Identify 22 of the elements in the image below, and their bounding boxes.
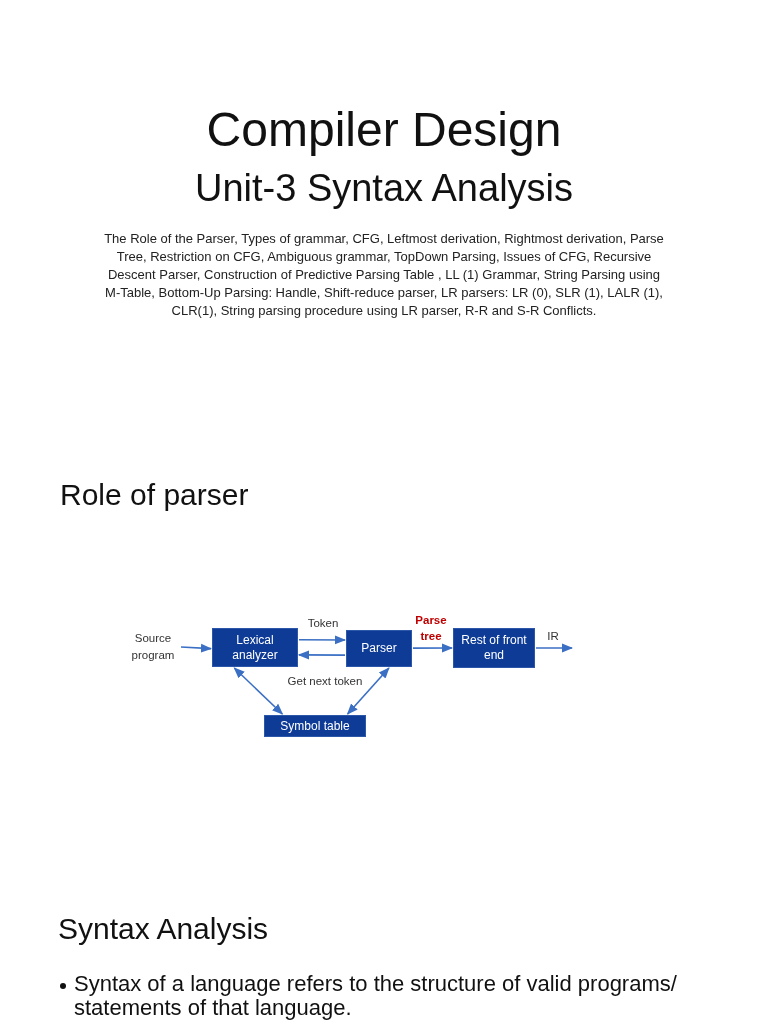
bullet-text: Syntax of a language refers to the structure of valid programs/ statements of that language. — [74, 972, 678, 1020]
input-label: Source program — [126, 629, 180, 665]
edge-label: Parse tree — [414, 613, 448, 644]
double-arrow — [233, 667, 284, 715]
arrow — [535, 643, 574, 653]
arrow — [297, 650, 346, 660]
edge-label: Token — [306, 616, 340, 631]
process-box: Rest of front end — [453, 628, 535, 668]
table-box: Symbol table — [264, 715, 366, 737]
arrow — [298, 635, 347, 645]
slide-title: Compiler Design — [205, 102, 563, 158]
process-box: Lexical analyzer — [212, 628, 298, 667]
slide-subtitle: Unit-3 Syntax Analysis — [193, 166, 575, 211]
process-box: Parser — [346, 630, 412, 667]
edge-label: Get next token — [286, 674, 364, 689]
topics-paragraph: The Role of the Parser, Types of grammar, CFG, Leftmost derivation, Rightmost derivation, Parse Tree, Restriction on CFG, Ambiguous grammar, TopDown Parsing, Issues of CFG, Recursive Descent Parser, Construction of Predictive Parsing Table , LL (1) Grammar, String Parsing using M-Table, Bottom-Up Parsing: Handle, Shift-reduce parser, LR parsers: LR (0), SLR (1), LALR (1), CLR(1), String parsing procedure using LR parser, R-R and S-R Conflicts. — [103, 230, 665, 320]
edge-label: IR — [546, 629, 560, 644]
section-heading: Syntax Analysis — [58, 911, 269, 947]
arrow — [412, 643, 454, 653]
section-heading: Role of parser — [60, 477, 249, 513]
arrow — [180, 643, 213, 653]
double-arrow — [346, 667, 390, 715]
